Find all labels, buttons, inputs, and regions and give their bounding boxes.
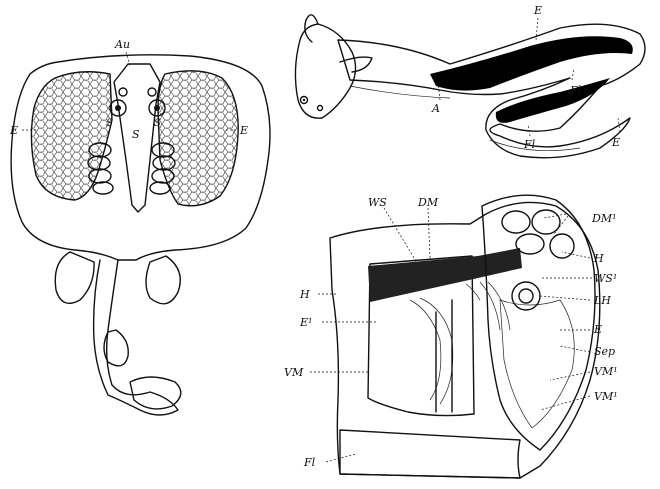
right-fin	[146, 256, 180, 304]
label-e1: E¹	[299, 316, 312, 329]
label-e-right: E	[239, 124, 248, 137]
label-au: Au	[114, 38, 130, 51]
label-dm: DM	[417, 196, 439, 209]
label-s-center: S	[132, 128, 140, 141]
block-dissection-figure: WS DM DM¹ H WS¹ LH E Sep VM¹ VM¹ H E¹ VM…	[284, 195, 618, 478]
label-fl-block: Fl	[303, 456, 316, 469]
left-fin	[55, 252, 94, 303]
cross-section-figure: Au E E S S S	[9, 38, 270, 415]
ventral-fin-fold	[340, 430, 520, 478]
label-e-top: E	[533, 4, 542, 17]
lateral-muscle-sheaths	[410, 282, 510, 404]
label-s-left: S	[106, 118, 113, 129]
label-e-bottom: E	[611, 136, 620, 149]
label-fl-bottom: Fl	[523, 138, 536, 151]
dorsal-muscle-strip	[368, 248, 522, 302]
label-dm1: DM¹	[591, 212, 617, 225]
right-muscle-mass	[158, 71, 238, 206]
label-e-right-block: E	[593, 323, 602, 336]
larva-figure: E A Fl Fl E	[295, 4, 645, 158]
label-h-left: H	[299, 288, 310, 301]
label-vm2: VM¹	[594, 390, 618, 403]
label-lh: LH	[593, 294, 611, 307]
label-s-right: S	[154, 118, 161, 129]
label-sep: Sep	[594, 345, 615, 358]
label-fl-mid: Fl	[569, 84, 582, 97]
label-h-right: H	[593, 252, 604, 265]
left-muscle-mass	[31, 72, 112, 200]
label-vm1: VM¹	[594, 365, 618, 378]
label-vm: VM	[284, 366, 304, 379]
label-e-left: E	[9, 124, 18, 137]
notochord	[512, 282, 540, 310]
label-ws: WS	[368, 196, 387, 209]
label-ws1: WS¹	[594, 272, 617, 285]
label-a: A	[431, 102, 440, 115]
